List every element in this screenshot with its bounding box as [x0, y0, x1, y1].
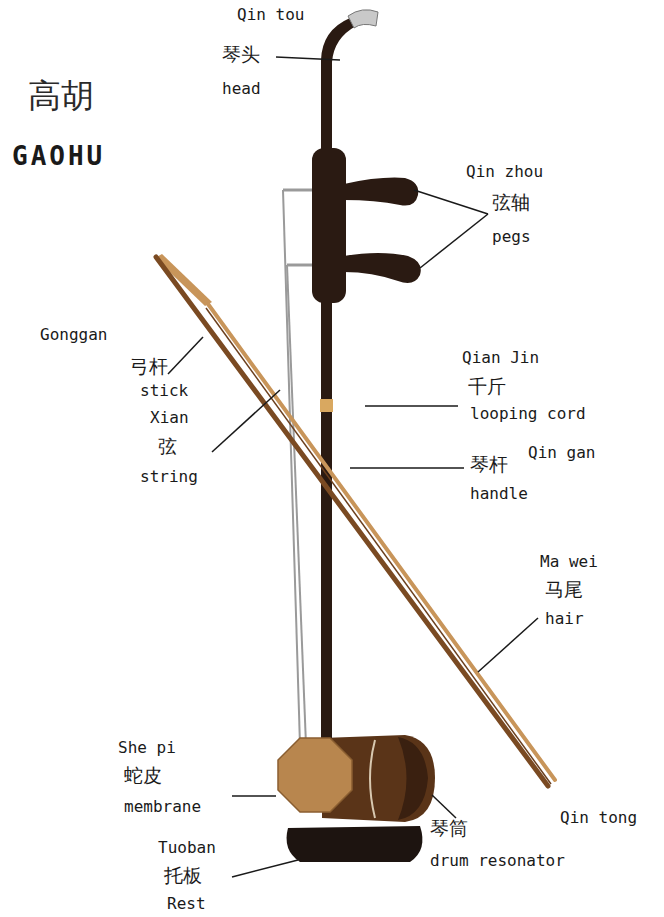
pinyin-label: Tuoban — [158, 839, 216, 857]
english-label: Rest — [167, 895, 206, 913]
peg — [344, 253, 421, 283]
chinese-label: 蛇皮 — [124, 765, 162, 786]
subtitle: GAOHU — [12, 142, 105, 171]
chinese-label: 弓杆 — [130, 356, 168, 377]
leader-line — [414, 190, 488, 214]
leader-line — [420, 214, 488, 268]
english-label: stick — [140, 382, 188, 400]
chinese-label: 马尾 — [545, 579, 583, 600]
leader-line — [232, 795, 276, 797]
leader-line — [350, 467, 464, 469]
chinese-label: 托板 — [164, 865, 202, 886]
english-label: looping cord — [470, 405, 586, 423]
leader-line — [276, 57, 340, 60]
chinese-label: 弦轴 — [492, 192, 530, 213]
rest-base — [287, 826, 423, 862]
looping-cord — [320, 399, 333, 412]
pinyin-label: Xian — [150, 409, 189, 427]
leader-line — [232, 860, 298, 877]
chinese-label: 弦 — [158, 436, 177, 457]
english-label: hair — [545, 610, 584, 628]
peg — [344, 178, 418, 206]
bow-hair-edge — [206, 308, 551, 784]
english-label: drum resonator — [430, 852, 565, 870]
chinese-label: 琴杆 — [470, 454, 508, 475]
snake-skin-membrane — [278, 738, 352, 812]
string-tie — [283, 189, 315, 192]
english-label: head — [222, 80, 261, 98]
leader-line — [432, 795, 456, 818]
pinyin-label: Gonggan — [40, 326, 107, 344]
pinyin-label: Qin tou — [237, 6, 304, 24]
string-line — [283, 190, 300, 745]
drum-rim — [370, 740, 375, 818]
english-label: string — [140, 468, 198, 486]
english-label: handle — [470, 485, 528, 503]
leader-line — [212, 390, 280, 452]
leader-line — [478, 618, 538, 672]
chinese-label: 琴筒 — [430, 818, 468, 839]
english-label: pegs — [492, 228, 531, 246]
pinyin-label: She pi — [118, 739, 176, 757]
title: 高胡 — [28, 78, 94, 114]
pinyin-label: Ma wei — [540, 553, 598, 571]
peg-box — [312, 148, 346, 303]
bow-stick — [156, 257, 548, 786]
leader-line — [365, 405, 458, 407]
leader-line — [168, 337, 203, 374]
chinese-label: 千斤 — [468, 376, 506, 397]
english-label: membrane — [124, 798, 201, 816]
head-cap — [348, 10, 378, 28]
pinyin-label: Qin gan — [528, 444, 595, 462]
pinyin-label: Qin zhou — [466, 163, 543, 181]
pinyin-label: Qian Jin — [462, 349, 539, 367]
pinyin-label: Qin tong — [560, 809, 637, 827]
bow-hair — [208, 304, 555, 780]
string-line — [287, 265, 306, 745]
drum-end — [398, 737, 428, 820]
string-tie — [287, 264, 315, 267]
chinese-label: 琴头 — [222, 44, 260, 65]
